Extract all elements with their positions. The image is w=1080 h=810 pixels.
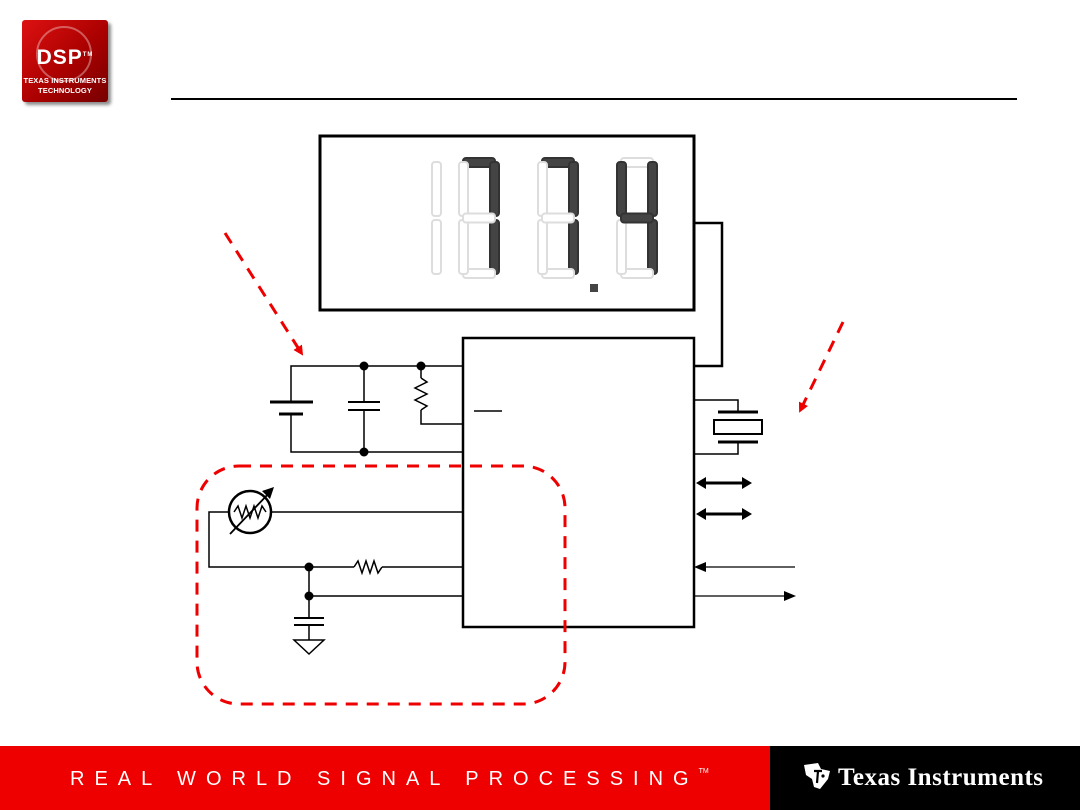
digit-3-segment-f [537,161,548,217]
digit-4-segment-g [620,212,654,224]
series-resistor [353,558,383,576]
digit-2-segment-e [458,219,469,275]
logo-title: DSPTM [36,46,94,69]
microcontroller [461,336,696,629]
logo-line-1: TEXAS INSTRUMENTS [23,76,107,85]
digit-4-segment-f [616,161,627,217]
io-arrows [694,477,796,601]
digit-3-segment-b [568,161,579,217]
digit-2-segment-c [489,219,500,275]
decimal-point [590,284,598,292]
digit-2-segment-b [489,161,500,217]
digit-4-segment-b [647,161,658,217]
logo-line-2: TECHNOLOGY [38,86,92,95]
pullup-resistor [413,377,429,411]
company-name: Texas Instruments [838,764,1044,791]
digit-1-segment-c [431,219,442,275]
digit-2-segment-g [462,212,496,224]
dsp-logo: DSPTM TEXAS INSTRUMENTS TECHNOLOGY [22,20,108,102]
digit-4-segment-c [647,219,658,275]
crystal-callout-arrow [798,321,845,413]
ti-logo-icon [804,763,830,789]
ground-symbol [292,639,326,656]
digit-3-segment-e [537,219,548,275]
sensor-highlight-box [195,464,567,706]
footer-tagline: REAL WORLD SIGNAL PROCESSINGTM [70,768,709,790]
display-bus-wire [694,221,724,368]
power-section [270,361,463,457]
digit-3-segment-g [541,212,575,224]
digit-1-segment-b [431,161,442,217]
digit-3-segment-c [568,219,579,275]
sensor-circuit [208,487,463,656]
logo-ring [36,26,92,82]
lcd-digits [431,157,658,292]
crystal-oscillator [694,399,763,455]
digit-2-segment-f [458,161,469,217]
thermometer-schematic [195,134,845,706]
digit-4-segment-e [616,219,627,275]
power-callout-arrow [223,232,304,356]
title-rule [171,98,1017,100]
